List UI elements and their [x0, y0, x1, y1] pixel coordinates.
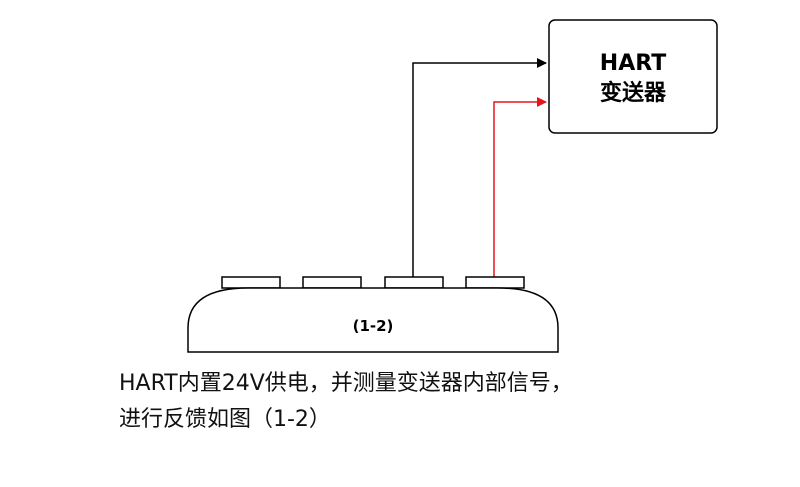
device-body	[187, 287, 559, 353]
device-terminal-3	[384, 276, 444, 289]
device-terminal-4	[465, 276, 525, 289]
device-terminal-2	[302, 276, 362, 289]
caption-line-1: HART内置24V供电，并测量变送器内部信号，	[119, 371, 573, 396]
device-label: (1-2)	[353, 317, 394, 335]
transmitter-label-line2: 变送器	[600, 80, 667, 106]
device-terminal-1	[221, 276, 281, 289]
transmitter-label-line1: HART	[600, 51, 666, 76]
caption: HART内置24V供电，并测量变送器内部信号， 进行反馈如图（1-2）	[119, 366, 759, 438]
black-wire	[412, 58, 547, 278]
transmitter-box	[548, 19, 718, 134]
caption-line-2: 进行反馈如图（1-2）	[119, 407, 331, 432]
red-wire	[493, 97, 547, 278]
